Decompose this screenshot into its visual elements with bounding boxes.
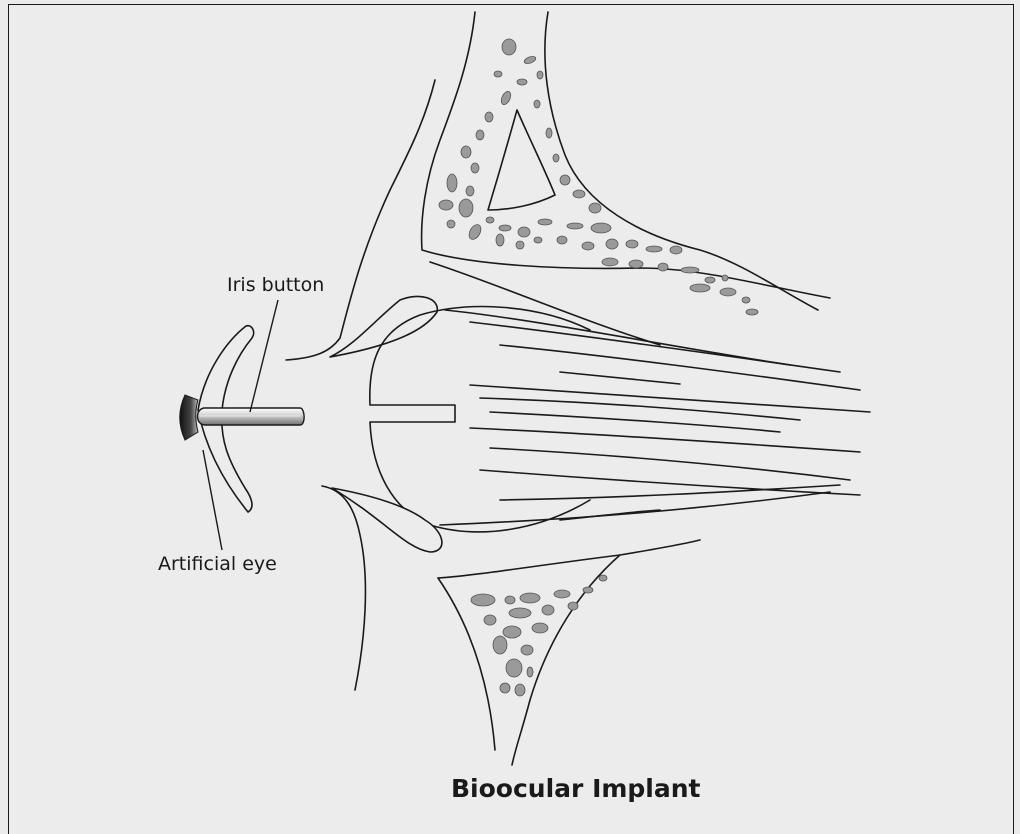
lower-orbital-bone bbox=[438, 540, 700, 578]
artificial-eye-label: Artificial eye bbox=[158, 553, 277, 575]
upper-lid-edge bbox=[330, 296, 437, 357]
artificial-eye-front bbox=[180, 395, 198, 440]
diagram-title: Bioocular Implant bbox=[451, 774, 701, 803]
lower-lid-edge bbox=[332, 488, 442, 552]
lower-bone-right bbox=[512, 555, 620, 765]
lower-bone-spots bbox=[471, 575, 607, 696]
upper-bone-lower-line bbox=[430, 262, 660, 345]
bone-cavity bbox=[488, 110, 555, 210]
muscle-strand-6 bbox=[470, 428, 860, 452]
iris-button-label: Iris button bbox=[227, 274, 324, 296]
muscle-strand-5 bbox=[490, 412, 780, 432]
muscle-strand-4 bbox=[480, 398, 800, 420]
upper-bone-inner bbox=[545, 12, 818, 310]
upper-orbital-bone bbox=[422, 12, 830, 298]
muscle-lower bbox=[440, 492, 830, 525]
muscle-short-1 bbox=[560, 372, 680, 384]
lower-eyelid bbox=[322, 486, 365, 690]
iris-button-leader bbox=[250, 300, 278, 412]
muscle-upper bbox=[445, 310, 790, 365]
muscle-short-2 bbox=[560, 510, 660, 520]
